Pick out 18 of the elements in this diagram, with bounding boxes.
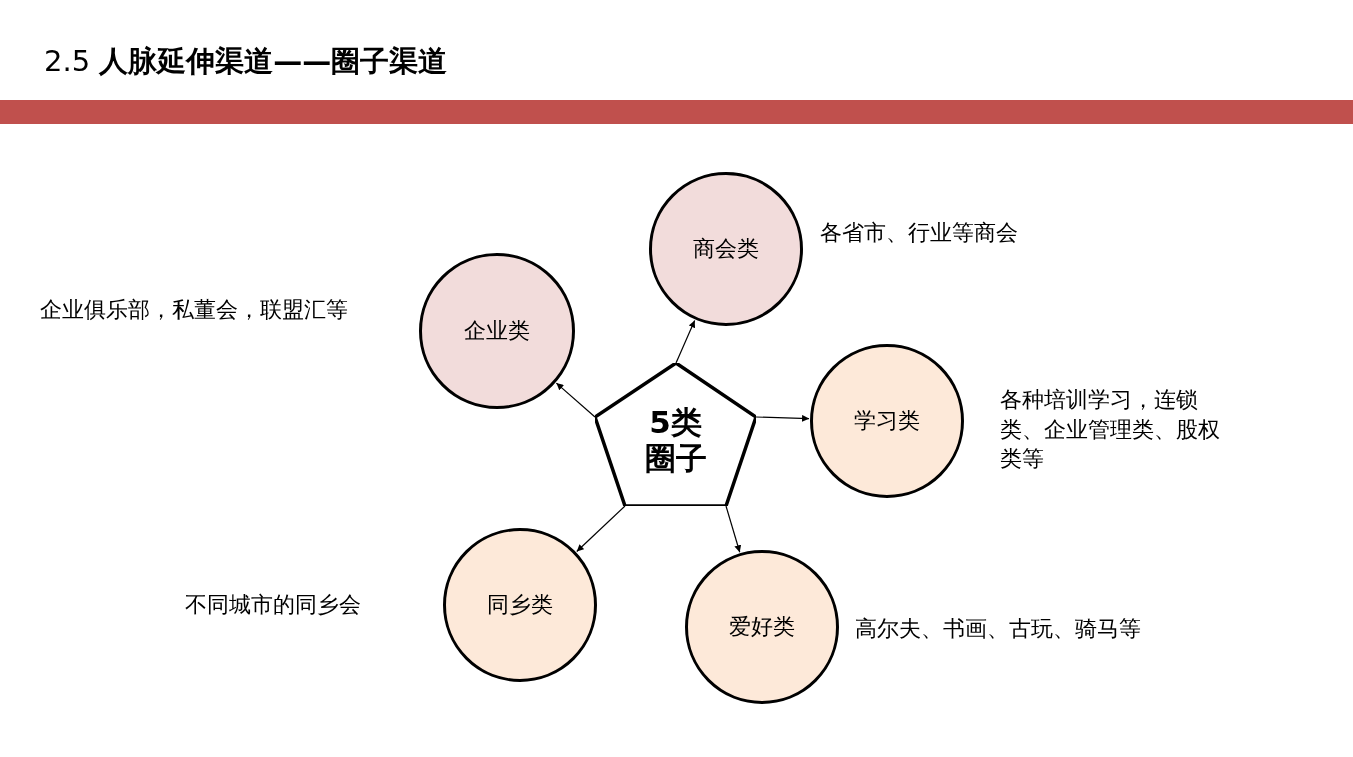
description-text: 各省市、行业等商会 [820, 219, 1019, 247]
node-label: 爱好类 [729, 613, 795, 641]
arrow [725, 505, 742, 553]
node-label: 企业类 [464, 317, 530, 345]
node-label: 5类圈子 [643, 404, 708, 477]
arrow [555, 382, 596, 418]
pentagon-node [595, 363, 756, 506]
arrow [675, 319, 696, 364]
description-text: 各种培训学习，连锁类、企业管理类、股权类等 [1000, 386, 1221, 474]
node-label: 学习类 [854, 407, 920, 435]
description-text: 企业俱乐部，私董会，联盟汇等 [40, 296, 349, 324]
arrow [755, 414, 810, 422]
slide-title: 2.5 人脉延伸渠道——圈子渠道 [44, 43, 448, 80]
description-text: 不同城市的同乡会 [185, 591, 362, 619]
node-label: 同乡类 [487, 591, 553, 619]
description-text: 高尔夫、书画、古玩、骑马等 [855, 615, 1142, 643]
arrow [576, 505, 626, 553]
node-label: 商会类 [693, 235, 759, 263]
